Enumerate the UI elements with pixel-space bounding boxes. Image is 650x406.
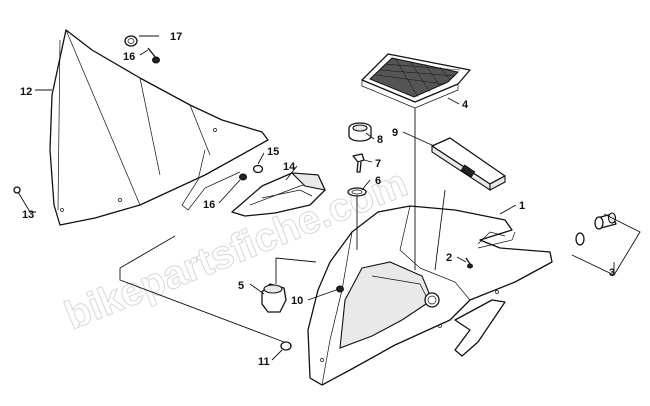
hood-part[interactable] [307,205,553,386]
windshield-bracket [181,149,241,211]
screw-part-10[interactable] [336,285,344,293]
callout-17: 17 [170,31,182,43]
callout-3: 3 [609,267,615,279]
mesh-grille-part[interactable] [361,53,471,109]
grommet-part[interactable] [124,35,138,47]
nut-part-11[interactable] [280,341,292,351]
callout-9: 9 [392,127,398,139]
callout-4: 4 [462,99,469,111]
callout-5: 5 [238,280,244,292]
callout-2: 2 [446,252,452,264]
callout-13: 13 [22,209,34,221]
callout-labels: 17 16 12 13 15 14 16 4 8 9 7 6 1 2 3 5 1… [20,31,615,368]
bezel-ring-part[interactable] [348,122,372,142]
key-part[interactable] [352,153,365,173]
screw-part-15[interactable] [252,164,264,174]
callout-14: 14 [283,161,296,173]
callout-12: 12 [20,86,32,98]
callout-10: 10 [291,295,303,307]
deflector-part[interactable] [231,172,326,217]
screw-part-upper[interactable] [147,47,160,64]
screw-part-lower[interactable] [239,173,247,181]
windshield-part[interactable] [49,29,269,226]
screw-part-2[interactable] [465,257,473,269]
callout-15: 15 [267,146,279,158]
headlight-bulb-part[interactable] [575,212,617,246]
gauge-housing-part[interactable] [261,283,287,313]
switch-module-part[interactable] [431,137,506,192]
callout-7: 7 [375,158,381,170]
callout-8: 8 [377,134,383,146]
callout-11: 11 [258,356,270,368]
callout-16-lower: 16 [203,199,215,211]
callout-16-upper: 16 [123,51,135,63]
callout-1: 1 [519,200,525,212]
callout-6: 6 [375,175,381,187]
leader-lines [17,35,641,361]
nut-part[interactable] [347,187,367,197]
screw-part-13[interactable] [13,186,21,194]
